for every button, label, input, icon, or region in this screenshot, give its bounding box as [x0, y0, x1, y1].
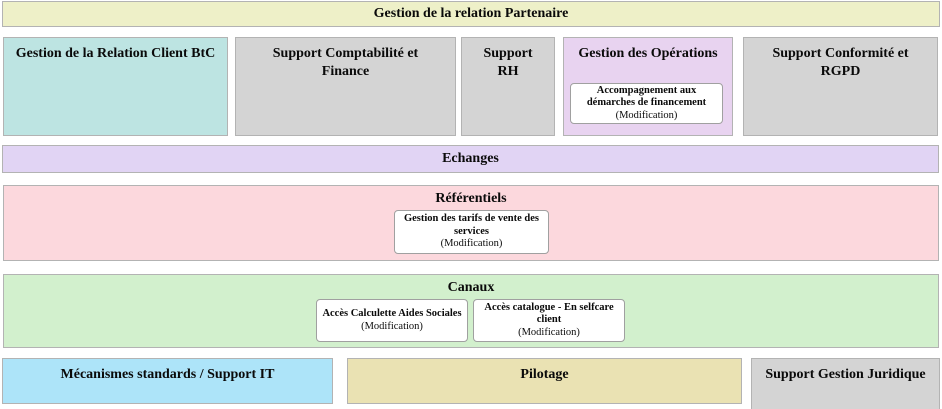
card-modification-tag: (Modification) [440, 238, 503, 250]
card-name: Gestion des tarifs de vente des services [403, 213, 540, 237]
block-mecanismes-standards-support-it: Mécanismes standards / Support IT [2, 358, 333, 404]
block-pilotage: Pilotage [347, 358, 742, 404]
band-label: Canaux [447, 280, 495, 295]
band-echanges: Echanges [2, 145, 939, 173]
block-label: Support Gestion Juridique [765, 367, 926, 382]
band-referentiels: Référentiels Gestion des tarifs de vente… [3, 185, 939, 261]
block-gestion-relation-client-btc: Gestion de la Relation Client BtC [3, 37, 228, 136]
band-canaux: Canaux Accès Calculette Aides Sociales (… [3, 274, 939, 348]
block-support-rh: Support RH [461, 37, 555, 136]
block-label: Support Conformité et RGPD [772, 46, 909, 79]
block-support-comptabilite-finance: Support Comptabilité et Finance [235, 37, 456, 136]
card-modification-tag: (Modification) [518, 326, 580, 338]
card-modification-tag: (Modification) [361, 320, 423, 332]
block-label: Mécanismes standards / Support IT [60, 367, 275, 382]
card-name: Accompagnement aux démarches de financem… [586, 84, 707, 109]
banner-label: Gestion de la relation Partenaire [373, 6, 569, 21]
banner-gestion-relation-partenaire: Gestion de la relation Partenaire [2, 1, 940, 27]
card-name: Accès Calculette Aides Sociales [322, 308, 462, 319]
card-acces-catalogue-selfcare-client: Accès catalogue - En selfcare client (Mo… [473, 299, 625, 342]
card-accompagnement-demarches-financement: Accompagnement aux démarches de financem… [570, 83, 723, 124]
block-support-gestion-juridique: Support Gestion Juridique [751, 358, 940, 409]
card-acces-calculette-aides-sociales: Accès Calculette Aides Sociales (Modific… [316, 299, 468, 342]
block-label: Support RH [483, 46, 533, 79]
block-label: Pilotage [520, 367, 569, 382]
block-label: Support Comptabilité et Finance [272, 46, 419, 79]
block-label: Gestion de la Relation Client BtC [15, 46, 216, 61]
block-support-conformite-rgpd: Support Conformité et RGPD [743, 37, 938, 136]
band-label: Référentiels [435, 191, 507, 206]
card-gestion-tarifs-vente-services: Gestion des tarifs de vente des services… [394, 210, 549, 254]
card-modification-tag: (Modification) [615, 109, 678, 121]
card-name: Accès catalogue - En selfcare client [484, 301, 614, 326]
block-gestion-des-operations: Gestion des Opérations Accompagnement au… [563, 37, 733, 136]
block-label: Gestion des Opérations [578, 46, 718, 61]
band-label: Echanges [442, 151, 499, 166]
